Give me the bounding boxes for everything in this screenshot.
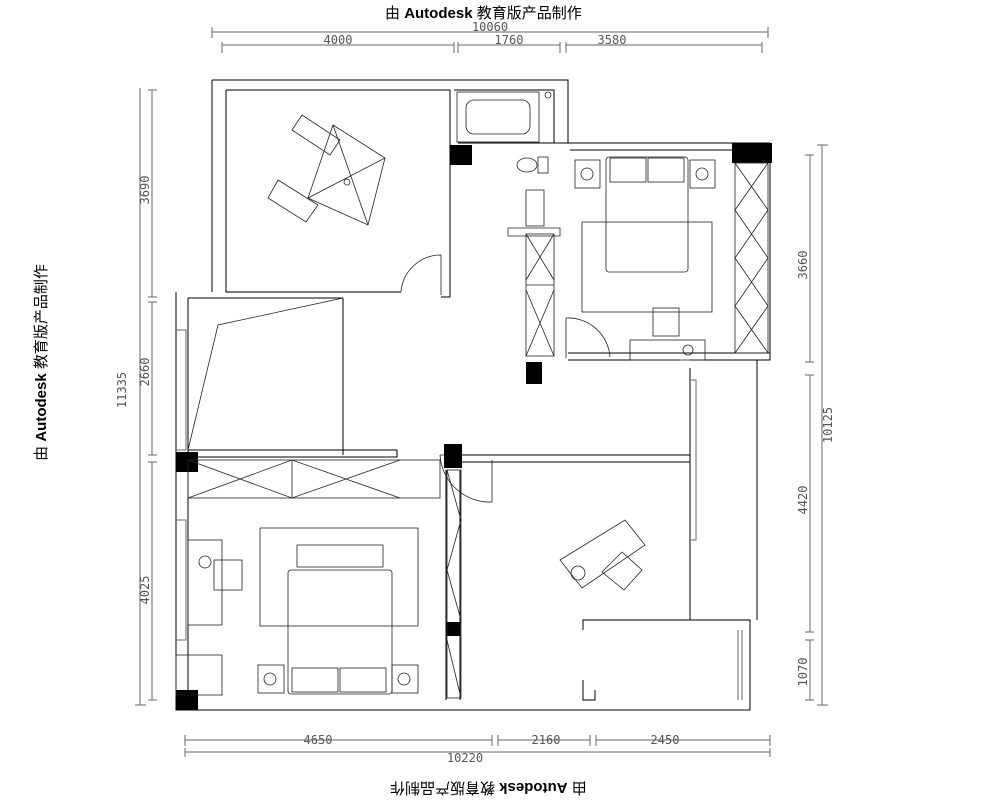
double-bed-master <box>574 156 716 361</box>
dim-left-3: 4025 <box>138 576 152 605</box>
toilet-icon <box>516 156 549 174</box>
counter <box>507 227 561 237</box>
dim-right-2: 4420 <box>796 486 810 515</box>
dim-right-3: 1070 <box>796 658 810 687</box>
bathtub-icon <box>456 91 552 143</box>
walls <box>175 79 771 711</box>
watermark-prefix: 由 <box>385 5 401 22</box>
sink-icon <box>525 189 545 227</box>
dimension-bottom: 4650 2160 2450 10220 <box>184 733 771 765</box>
dim-left-2: 2660 <box>138 358 152 387</box>
watermark-suffix: 教育版产品制作 <box>476 5 582 22</box>
dim-right-1: 3660 <box>796 251 810 280</box>
dim-right-total: 10125 <box>821 407 835 443</box>
dim-bottom-total: 10220 <box>447 751 483 765</box>
dimension-right: 10125 3660 4420 1070 <box>796 144 835 706</box>
wardrobe-study <box>446 469 462 699</box>
dim-left-total: 11335 <box>115 372 129 408</box>
dim-top-total: 10060 <box>472 20 508 34</box>
columns <box>176 143 772 710</box>
dim-top-2: 1760 <box>495 33 524 47</box>
watermark-brand: Autodesk <box>404 5 473 22</box>
dimension-left: 11335 3690 2660 4025 <box>115 88 157 706</box>
doors <box>400 254 611 503</box>
dim-bottom-3: 2450 <box>651 733 680 747</box>
dim-bottom-1: 4650 <box>304 733 333 747</box>
dim-top-1: 4000 <box>324 33 353 47</box>
stair-outline <box>187 297 344 451</box>
wardrobe-second-bedroom <box>187 459 441 499</box>
study-desk <box>559 519 646 591</box>
dimension-top: 10060 4000 1760 3580 <box>211 20 769 53</box>
dim-bottom-2: 2160 <box>532 733 561 747</box>
watermark-top: 由 Autodesk 教育版产品制作 <box>385 2 582 23</box>
lounge-chairs-umbrella <box>267 114 386 226</box>
dim-top-3: 3580 <box>598 33 627 47</box>
wardrobe-master-bedroom <box>734 162 769 354</box>
wardrobe-hallway <box>525 233 555 357</box>
double-bed-second <box>175 527 419 696</box>
dim-left-1: 3690 <box>138 176 152 205</box>
